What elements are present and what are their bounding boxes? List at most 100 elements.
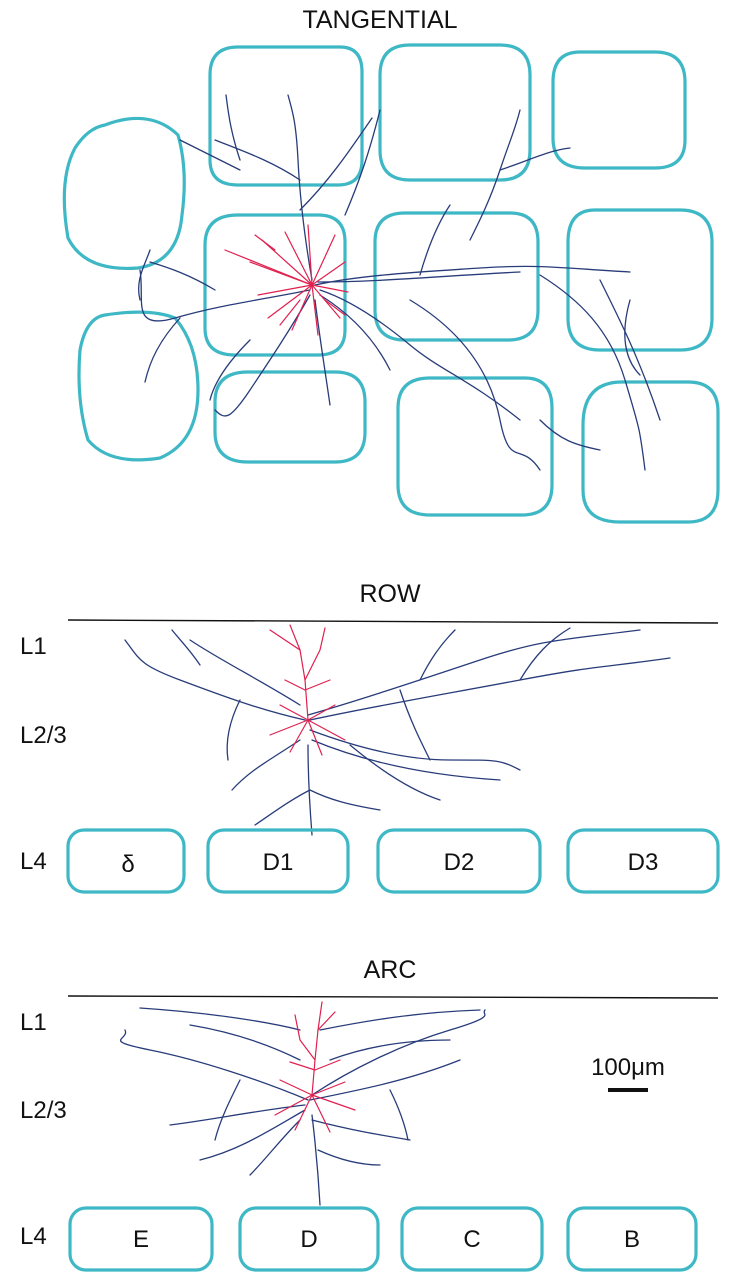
- barrel-label-e: E: [133, 1226, 149, 1253]
- axon-branch: [624, 299, 641, 376]
- axon-branch: [519, 627, 571, 681]
- tangential-title: TANGENTIAL: [302, 6, 457, 34]
- dendrite-branch: [311, 1094, 331, 1133]
- axon-branch: [225, 94, 241, 161]
- axon-branch: [311, 1009, 486, 1096]
- axon-branch: [409, 299, 541, 471]
- dendrite-branch: [267, 284, 313, 319]
- axon-branch: [179, 139, 241, 171]
- dendrite-branch: [279, 1079, 313, 1096]
- tangential-barrel-outlines: [62, 43, 720, 524]
- axon-branch: [419, 204, 451, 276]
- dendrite-branch: [311, 284, 349, 293]
- barrel-b: [566, 1206, 698, 1272]
- barrel-label-d: D: [300, 1226, 317, 1253]
- dendrite-branch: [289, 719, 309, 753]
- axon-branch: [499, 147, 571, 171]
- arc-barrels: E D C B: [68, 1206, 698, 1272]
- axon-branch: [189, 639, 301, 706]
- dendrite-branch: [274, 1094, 313, 1116]
- dendrite-branch: [254, 234, 276, 251]
- dendrite-branch: [289, 624, 309, 721]
- barrel-d2: [376, 828, 542, 894]
- axon-branch: [319, 289, 521, 421]
- axon-branch: [539, 419, 601, 451]
- barrel-outline: [551, 50, 687, 170]
- axon-branch: [139, 269, 311, 322]
- axon-branch: [254, 789, 311, 826]
- dendrite-branch: [257, 284, 313, 296]
- row-barrels: δ D1 D2 D3: [66, 828, 720, 894]
- axon-branch: [311, 1119, 411, 1141]
- barrel-outline: [208, 45, 364, 187]
- tangential-panel: TANGENTIAL: [62, 6, 720, 524]
- arc-pia-line: [67, 995, 719, 999]
- axon-branch: [231, 739, 301, 791]
- barrel-outline: [581, 380, 720, 524]
- axon-branch: [307, 629, 641, 716]
- scale-bar-label: 100μm: [591, 1054, 665, 1081]
- barrel-label-d1: D1: [263, 849, 294, 876]
- axon-branch: [287, 94, 313, 281]
- barrel-outline: [566, 208, 714, 352]
- barrel-c: [400, 1206, 544, 1272]
- row-layer-l23: L2/3: [20, 722, 67, 749]
- barrel-outline: [203, 213, 347, 357]
- axon-branch: [319, 294, 391, 371]
- dendrite-branch: [224, 249, 313, 286]
- dendrite-branch: [311, 1001, 323, 1096]
- dendrite-branch: [307, 719, 346, 741]
- dendrite-branch: [279, 299, 301, 326]
- scale-bar: 100μm: [591, 1054, 665, 1092]
- axon-branch: [311, 739, 501, 781]
- barrel-label-c: C: [463, 1226, 480, 1253]
- axon-branch: [329, 1039, 451, 1061]
- dendrite-branch: [307, 719, 323, 756]
- barrel-e: [68, 1206, 214, 1272]
- tangential-axon-arbor: [138, 94, 661, 471]
- barrel-outline: [213, 370, 367, 464]
- barrel-label-d2: D2: [444, 849, 475, 876]
- dendrite-branch: [307, 704, 336, 721]
- dendrite-branch: [269, 719, 309, 736]
- axon-branch: [469, 109, 521, 241]
- arc-axon-arbor: [119, 1007, 486, 1206]
- barrel-label-delta: δ: [121, 851, 134, 878]
- axon-branch: [309, 1059, 461, 1101]
- barrel-outline: [77, 310, 200, 462]
- arc-layer-l1: L1: [20, 1009, 47, 1036]
- arc-layer-l23: L2/3: [20, 1097, 67, 1124]
- barrel-d3: [566, 828, 720, 894]
- axon-branch: [317, 271, 521, 283]
- barrel-d: [238, 1206, 380, 1272]
- arc-title: ARC: [364, 956, 417, 984]
- dendrite-branch: [324, 299, 346, 316]
- dendrite-branch: [311, 284, 319, 336]
- axon-branch: [139, 1007, 301, 1031]
- arc-layer-l4: L4: [20, 1223, 47, 1250]
- dendrite-branch: [289, 1061, 316, 1071]
- barrel-outline: [373, 211, 540, 342]
- axon-branch: [171, 629, 201, 666]
- dendrite-branch: [304, 679, 331, 691]
- axon-branch: [309, 729, 521, 771]
- arc-dendrites: [274, 1001, 356, 1133]
- axon-branch: [189, 1024, 301, 1061]
- dendrite-branch: [317, 1011, 336, 1031]
- axon-branch: [599, 279, 661, 421]
- row-title: ROW: [359, 580, 421, 608]
- dendrite-branch: [279, 704, 309, 721]
- dendrite-branch: [294, 1094, 313, 1131]
- dendrite-branch: [284, 231, 313, 286]
- axon-branch: [149, 261, 216, 291]
- dendrite-branch: [311, 1081, 346, 1096]
- axon-branch: [311, 1114, 321, 1206]
- axon-branch: [349, 744, 441, 801]
- row-layer-l1: L1: [20, 633, 47, 660]
- row-layer-l4: L4: [20, 848, 47, 875]
- barrel-label-b: B: [624, 1226, 640, 1253]
- axon-branch: [539, 274, 646, 471]
- tangential-dendrites: [224, 224, 349, 336]
- axon-branch: [124, 639, 306, 721]
